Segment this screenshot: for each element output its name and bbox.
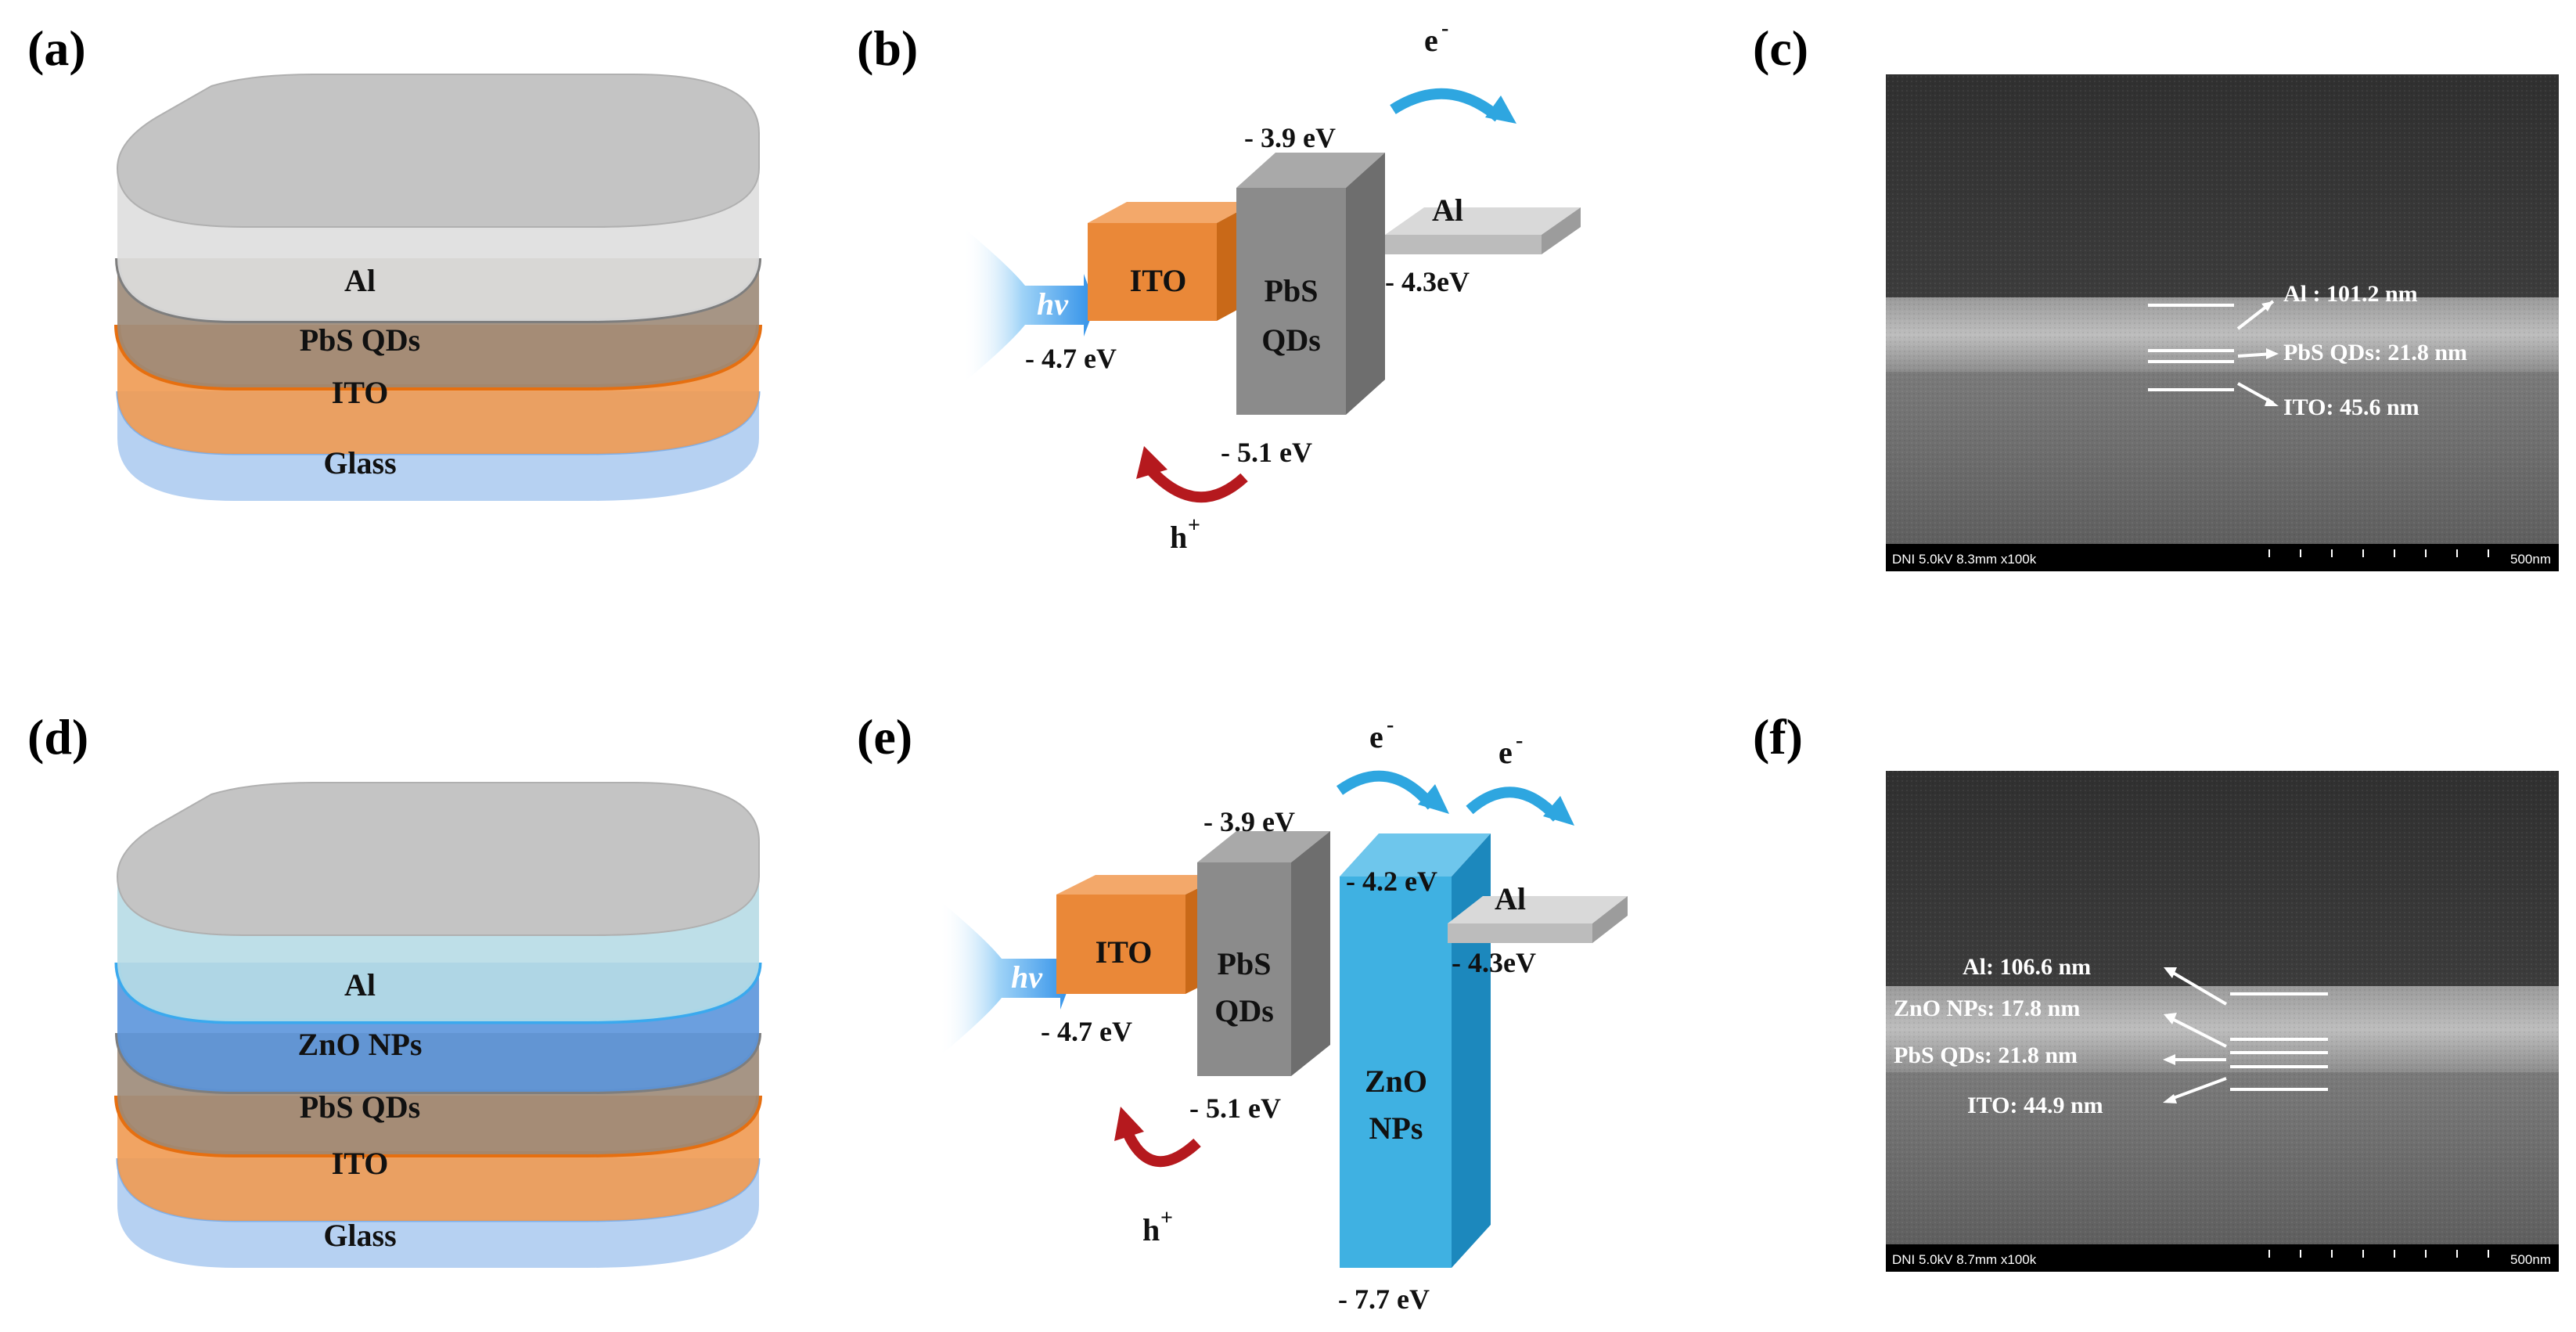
sem-annotation-pbs-f: PbS QDs: 21.8 nm — [1894, 1042, 2078, 1068]
al-label-b: Al — [1432, 193, 1463, 228]
electron-sup-e2: - — [1516, 729, 1523, 753]
pbs-top-energy-e: - 3.9 eV — [1203, 806, 1295, 837]
al-energy-e: - 4.3eV — [1452, 947, 1536, 978]
sem-scale-f: 500nm — [2510, 1252, 2551, 1267]
zno-bottom-energy-e: - 7.7 eV — [1338, 1283, 1430, 1315]
hole-arrow-e — [1121, 1129, 1201, 1168]
band-diagram-e: hv ITO PbS QDs ZnO NPs Al — [939, 770, 1628, 1268]
sem-image-f — [1886, 771, 2559, 1272]
sem-annotation-ito-c: ITO: 45.6 nm — [2283, 394, 2419, 420]
layer-label-al-d: Al — [344, 967, 376, 1003]
zno-label-2-e: NPs — [1369, 1111, 1423, 1146]
light-beam-b — [962, 227, 1096, 383]
hole-label-b: h — [1170, 520, 1187, 555]
pbs-top-energy-b: - 3.9 eV — [1244, 122, 1336, 153]
sem-image-c — [1886, 74, 2559, 571]
layer-label-al-a: Al — [344, 263, 376, 298]
panel-label-b: (b) — [857, 20, 919, 76]
layer-label-glass-a: Glass — [323, 445, 396, 481]
layer-label-pbs-a: PbS QDs — [300, 322, 421, 358]
sem-annotation-ito-f: ITO: 44.9 nm — [1967, 1093, 2103, 1118]
pbs-label-2-e: QDs — [1214, 993, 1274, 1028]
electron-label-b: e — [1424, 23, 1438, 58]
sem-footer-f: DNI 5.0kV 8.7mm x100k — [1892, 1252, 2037, 1267]
device-stack-d — [114, 782, 762, 1268]
layer-label-ito-a: ITO — [332, 375, 389, 410]
ito-slab-e — [1056, 875, 1225, 895]
electron-arrow-b — [1390, 88, 1502, 122]
ito-label-e: ITO — [1096, 934, 1153, 970]
layer-label-ito-d: ITO — [332, 1146, 389, 1181]
pbs-label-2-b: QDs — [1261, 322, 1321, 358]
electron-sup-e1: - — [1387, 713, 1394, 737]
sem-scale-c: 500nm — [2510, 552, 2551, 567]
ito-slab-b — [1088, 202, 1256, 223]
al-slab-e — [1448, 896, 1628, 923]
pbs-bottom-energy-e: - 5.1 eV — [1189, 1093, 1281, 1124]
pbs-block-b — [1236, 153, 1385, 188]
electron-arrow-e1 — [1336, 770, 1437, 810]
ito-energy-b: - 4.7 eV — [1025, 343, 1117, 374]
hole-label-e: h — [1142, 1212, 1160, 1247]
layer-label-zno-d: ZnO NPs — [298, 1027, 423, 1062]
ito-label-b: ITO — [1130, 263, 1187, 298]
ito-energy-e: - 4.7 eV — [1041, 1016, 1132, 1047]
sem-annotation-al-f: Al: 106.6 nm — [1963, 954, 2091, 980]
panel-label-d: (d) — [27, 709, 89, 765]
layer-label-pbs-d: PbS QDs — [300, 1089, 421, 1125]
pbs-label-1-b: PbS — [1265, 273, 1319, 308]
electron-sup-b: - — [1441, 16, 1448, 41]
layer-label-glass-d: Glass — [323, 1218, 396, 1253]
sem-footer-c: DNI 5.0kV 8.3mm x100k — [1892, 552, 2037, 567]
panel-label-a: (a) — [27, 20, 86, 76]
band-diagram-b: hv ITO PbS QDs Al — [962, 88, 1581, 503]
electron-arrow-e2 — [1466, 787, 1562, 822]
zno-top-energy-e: - 4.2 eV — [1346, 866, 1437, 897]
hv-label-e: hv — [1011, 959, 1043, 995]
pbs-block-e — [1197, 831, 1330, 862]
zno-label-1-e: ZnO — [1365, 1064, 1427, 1099]
electron-label-e2: e — [1498, 735, 1513, 770]
sem-annotation-al-c: Al : 101.2 nm — [2283, 281, 2418, 307]
pbs-bottom-energy-b: - 5.1 eV — [1221, 437, 1312, 468]
al-label-e: Al — [1495, 881, 1526, 916]
panel-label-f: (f) — [1753, 709, 1803, 765]
hv-label-b: hv — [1037, 286, 1069, 322]
pbs-label-1-e: PbS — [1218, 946, 1272, 981]
electron-label-e1: e — [1369, 719, 1383, 754]
al-slab-b — [1385, 207, 1581, 235]
sem-annotation-pbs-c: PbS QDs: 21.8 nm — [2283, 340, 2467, 365]
zno-block-e — [1340, 833, 1491, 877]
hole-sup-e: + — [1160, 1206, 1173, 1230]
top-face-a — [116, 74, 760, 228]
sem-annotation-zno-f: ZnO NPs: 17.8 nm — [1894, 995, 2080, 1021]
panel-label-e: (e) — [857, 709, 913, 765]
al-energy-b: - 4.3eV — [1385, 266, 1470, 297]
light-beam-e — [939, 900, 1072, 1057]
device-stack-a — [114, 74, 762, 501]
hole-sup-b: + — [1188, 513, 1200, 538]
hole-arrow-b — [1146, 466, 1248, 503]
panel-label-c: (c) — [1753, 20, 1809, 76]
top-face-d — [116, 782, 760, 936]
